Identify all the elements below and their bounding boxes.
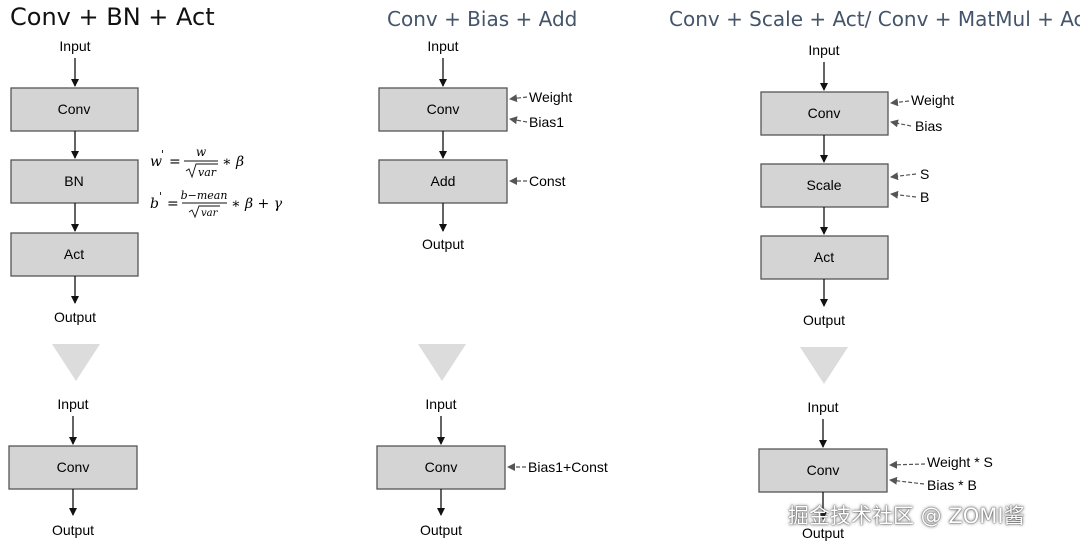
left-bottom-output-label: Output <box>52 522 94 538</box>
transform-arrow-middle <box>418 344 466 381</box>
mid-bottom-conv-label: Conv <box>425 459 458 475</box>
mid-bottom-bias-label: Bias1+Const <box>528 459 608 475</box>
mid-top-bias1-arrow <box>509 116 528 125</box>
right-top-s-arrow <box>890 172 917 181</box>
right-bottom-weight-label: Weight * S <box>927 454 993 470</box>
middle-bottom-flow: Input Conv Bias1+Const Output <box>376 396 608 538</box>
mid-top-output-label: Output <box>422 236 464 252</box>
formula-b-lhs: b <box>150 196 159 212</box>
left-bottom-input-label: Input <box>57 396 88 412</box>
title-right: Conv + Scale + Act/ Conv + MatMul + Act <box>669 7 1080 31</box>
left-top-act-label: Act <box>64 246 84 262</box>
left-top-conv-label: Conv <box>58 101 91 117</box>
middle-top-flow: Input Conv Weight Bias1 Add Const Output <box>378 38 572 252</box>
mid-top-const-label: Const <box>529 173 566 189</box>
right-bottom-weight-arrow <box>889 460 926 469</box>
formula-w-sqrt-sign <box>185 163 218 179</box>
right-top-conv-label: Conv <box>808 105 841 121</box>
left-top-bn-box <box>10 159 139 204</box>
right-top-flow: Input Conv Weight Bias Scale S B Act Out… <box>760 42 954 328</box>
formula-b-tail: ∗ β + γ <box>231 196 283 212</box>
bn-fold-formulas: w ' = w var ∗ β b ' = b−mean var ∗ β + γ <box>150 145 283 219</box>
right-bottom-output-label: Output <box>802 525 844 541</box>
right-top-conv-box <box>760 91 889 136</box>
right-top-b-label: B <box>920 189 929 205</box>
left-bottom-conv-box <box>8 445 138 490</box>
formula-b-eq: = <box>167 196 179 212</box>
formula-b-prime: ' <box>159 190 162 203</box>
right-top-weight-arrow <box>890 98 910 107</box>
right-top-input-label: Input <box>808 42 839 58</box>
right-bottom-bias-arrow <box>889 476 925 485</box>
left-top-output-label: Output <box>54 309 96 325</box>
right-bottom-input-label: Input <box>807 399 838 415</box>
mid-top-add-box <box>378 159 508 204</box>
formula-b-denominator: var <box>201 208 219 219</box>
left-top-act-box <box>10 232 139 277</box>
mid-top-add-label: Add <box>431 173 456 189</box>
left-bottom-flow: Input Conv Output <box>8 396 138 538</box>
right-top-bias-arrow <box>890 119 912 128</box>
watermark: 掘金技术社区 @ ZOMI酱 <box>788 504 1025 528</box>
transform-arrow-right <box>800 347 848 384</box>
mid-top-bias1-label: Bias1 <box>529 114 564 130</box>
mid-top-input-label: Input <box>427 38 458 54</box>
right-bottom-flow: Input Conv Weight * S Bias * B Output <box>758 399 993 541</box>
transform-arrow-left <box>52 344 100 381</box>
mid-bottom-output-label: Output <box>420 522 462 538</box>
mid-top-weight-label: Weight <box>529 89 572 105</box>
formula-w-prime: ' <box>161 148 164 161</box>
title-middle: Conv + Bias + Add <box>387 7 577 31</box>
left-top-bn-label: BN <box>64 173 83 189</box>
right-top-output-label: Output <box>803 312 845 328</box>
mid-bottom-input-label: Input <box>425 396 456 412</box>
formula-w-numerator: w <box>196 145 207 159</box>
right-top-scale-label: Scale <box>806 177 841 193</box>
formula-b-numerator: b−mean <box>181 189 228 202</box>
right-top-bias-label: Bias <box>915 118 942 134</box>
right-top-weight-label: Weight <box>911 92 954 108</box>
mid-top-conv-box <box>378 87 508 132</box>
right-top-scale-box <box>760 163 889 208</box>
right-top-act-label: Act <box>814 249 834 265</box>
right-bottom-conv-box <box>758 448 888 493</box>
formula-w-tail: ∗ β <box>222 154 244 170</box>
right-top-s-label: S <box>920 166 929 182</box>
title-left: Conv + BN + Act <box>10 3 215 31</box>
left-top-flow: Input Conv BN Act Output <box>10 38 139 325</box>
mid-top-weight-arrow <box>509 94 528 103</box>
mid-top-conv-label: Conv <box>427 101 460 117</box>
formula-w-eq: = <box>169 154 181 170</box>
right-bottom-bias-label: Bias * B <box>927 477 977 493</box>
left-bottom-conv-label: Conv <box>57 459 90 475</box>
right-top-b-arrow <box>890 190 917 199</box>
formula-w-denominator: var <box>198 166 217 179</box>
formula-b-sqrt-sign <box>188 205 220 219</box>
right-bottom-conv-label: Conv <box>807 462 840 478</box>
left-top-input-label: Input <box>59 38 90 54</box>
formula-w-lhs: w <box>150 154 162 170</box>
